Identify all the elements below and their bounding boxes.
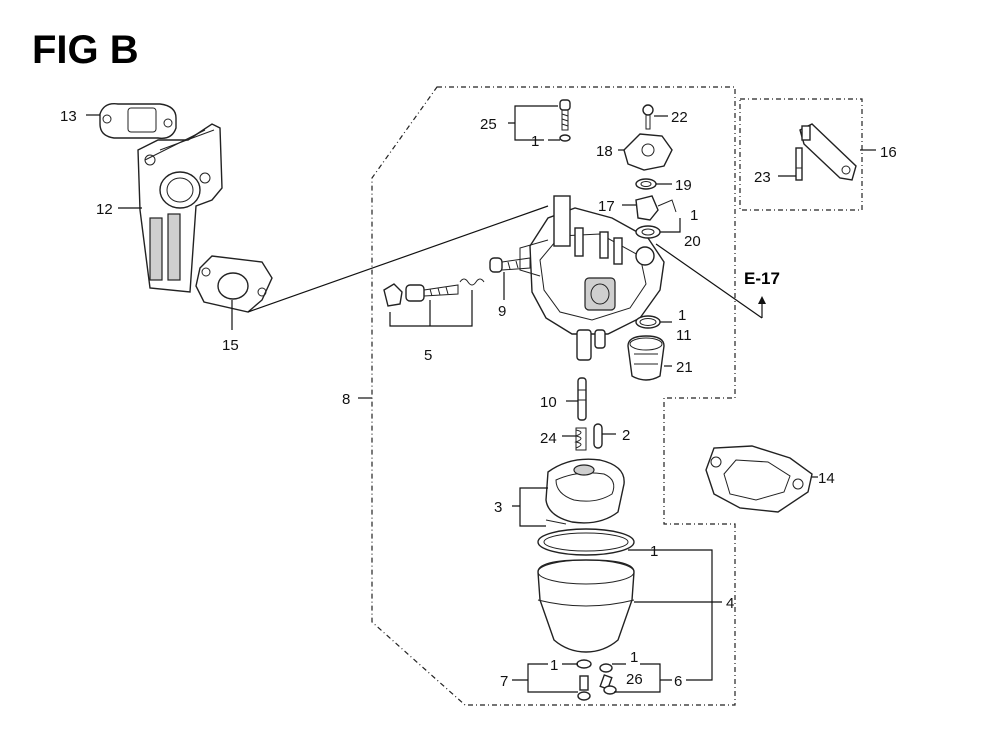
- gasket-13: [99, 103, 177, 139]
- spring-24: [574, 427, 587, 451]
- callout-15: 15: [222, 337, 239, 354]
- callout-13: 13: [60, 108, 77, 125]
- callout-25: 25: [480, 116, 497, 133]
- screw-9: [489, 257, 531, 273]
- callout-8: 8: [342, 391, 350, 408]
- callout-6: 6: [674, 673, 682, 690]
- callout-4: 4: [726, 595, 734, 612]
- valve-17: [635, 195, 677, 221]
- callout-2: 2: [622, 427, 630, 444]
- callout-26: 26: [626, 671, 643, 688]
- figure-title: FIG B: [32, 28, 139, 72]
- callout-1a: 1: [531, 133, 539, 150]
- alignment-line: [247, 205, 549, 313]
- callout-19: 19: [675, 177, 692, 194]
- callout-5: 5: [424, 347, 432, 364]
- cover-18: [623, 133, 673, 171]
- callout-22: 22: [671, 109, 688, 126]
- callout-14: 14: [818, 470, 835, 487]
- callout-18: 18: [596, 143, 613, 160]
- pin-23: [795, 147, 803, 181]
- callout-20: 20: [684, 233, 701, 250]
- needle-10: [577, 377, 587, 421]
- section-reference: E-17: [744, 269, 780, 288]
- float-3: [545, 458, 625, 525]
- o-ring-19: [635, 178, 657, 190]
- gasket-15: [195, 255, 273, 313]
- gasket-20: [635, 225, 661, 239]
- screw-assembly-5: [383, 278, 485, 307]
- callout-1d: 1: [650, 543, 658, 560]
- callout-21: 21: [676, 359, 693, 376]
- callout-1e: 1: [550, 657, 558, 674]
- arrow-head-icon: [758, 296, 766, 304]
- float-bowl-4: [537, 528, 635, 653]
- gasket-14: [705, 445, 813, 513]
- callout-17: 17: [598, 198, 615, 215]
- callout-1b: 1: [690, 207, 698, 224]
- carburetor-body: [519, 195, 665, 361]
- callout-3: 3: [494, 499, 502, 516]
- screw-25: [559, 99, 571, 142]
- assembly-outline: [371, 86, 736, 706]
- callout-11: 11: [676, 327, 692, 344]
- lever-group-outline: [739, 98, 863, 211]
- pin-2: [593, 423, 603, 449]
- callout-12: 12: [96, 201, 113, 218]
- callout-9: 9: [498, 303, 506, 320]
- screw-26: [599, 663, 617, 695]
- callout-1f: 1: [630, 649, 638, 666]
- callout-16: 16: [880, 144, 897, 161]
- float-chamber-plug-21: [627, 335, 665, 381]
- callout-23: 23: [754, 169, 771, 186]
- o-ring-11: [635, 315, 661, 329]
- leader-lines: [86, 105, 876, 693]
- callout-1c: 1: [678, 307, 686, 324]
- lever-16: [799, 123, 857, 181]
- callout-10: 10: [540, 394, 557, 411]
- callout-24: 24: [540, 430, 557, 447]
- insulator-plate-12: [137, 123, 223, 293]
- screw-22: [642, 104, 654, 130]
- callout-7: 7: [500, 673, 508, 690]
- reference-line: [655, 243, 763, 319]
- screw-7: [576, 659, 592, 701]
